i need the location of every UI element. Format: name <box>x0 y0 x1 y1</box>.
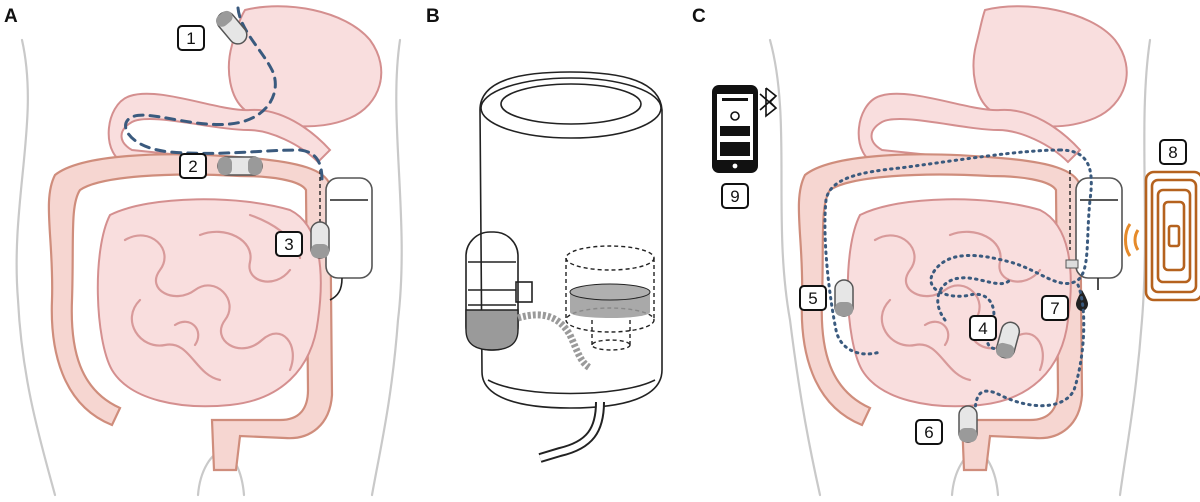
svg-text:5: 5 <box>808 289 817 308</box>
capsule-path-c <box>823 148 1093 417</box>
torso-outline-right-c <box>1118 38 1152 497</box>
stomach-a <box>227 5 383 128</box>
droplet-icon <box>1076 290 1088 311</box>
capsule-5-c <box>834 279 854 317</box>
panel-a: A <box>4 5 403 497</box>
callout-1: 1 <box>177 25 205 51</box>
svg-text:4: 4 <box>978 319 987 338</box>
callout-3: 3 <box>275 231 303 257</box>
panel-label-c: C <box>692 6 706 27</box>
svg-text:6: 6 <box>924 423 933 442</box>
panel-label-b: B <box>426 6 440 27</box>
panel-c: C 9 <box>692 5 1200 497</box>
torso-outline-left-c <box>768 38 822 497</box>
svg-text:1: 1 <box>186 29 195 48</box>
svg-text:9: 9 <box>730 187 739 206</box>
svg-text:3: 3 <box>284 235 293 254</box>
capsule-2-a <box>217 156 263 176</box>
callout-6: 6 <box>915 419 943 445</box>
svg-text:8: 8 <box>1168 143 1177 162</box>
intestine-coils-c <box>873 230 1044 382</box>
svg-text:7: 7 <box>1050 299 1059 318</box>
callout-5: 5 <box>799 285 827 311</box>
torso-outline-left-a <box>15 38 57 497</box>
capsule-3-a <box>310 221 330 259</box>
wireless-emitter-icon <box>1124 170 1200 302</box>
reservoir-device-closeup <box>465 71 663 463</box>
callout-2: 2 <box>179 153 207 179</box>
capsule-path-a <box>124 6 324 182</box>
capsule-6-c <box>958 405 978 443</box>
panel-b: B <box>426 6 663 463</box>
colon-c <box>797 153 1084 472</box>
callout-9: 9 <box>721 183 749 209</box>
smartphone-icon <box>712 85 758 173</box>
small-intestine-c <box>846 198 1072 408</box>
bluetooth-icon <box>759 87 778 118</box>
callout-8: 8 <box>1159 139 1187 165</box>
panel-label-a: A <box>4 6 18 27</box>
torso-outline-right-a <box>370 38 403 497</box>
small-intestine-a <box>96 198 322 408</box>
callout-4: 4 <box>969 315 997 341</box>
stomach-c <box>972 5 1128 128</box>
svg-text:2: 2 <box>188 157 197 176</box>
callout-7: 7 <box>1041 295 1069 321</box>
capsule-4-c <box>995 321 1021 359</box>
connecting-tube-b <box>517 311 593 372</box>
capsule-1-a <box>215 10 248 45</box>
intestine-coils-a <box>123 213 302 382</box>
